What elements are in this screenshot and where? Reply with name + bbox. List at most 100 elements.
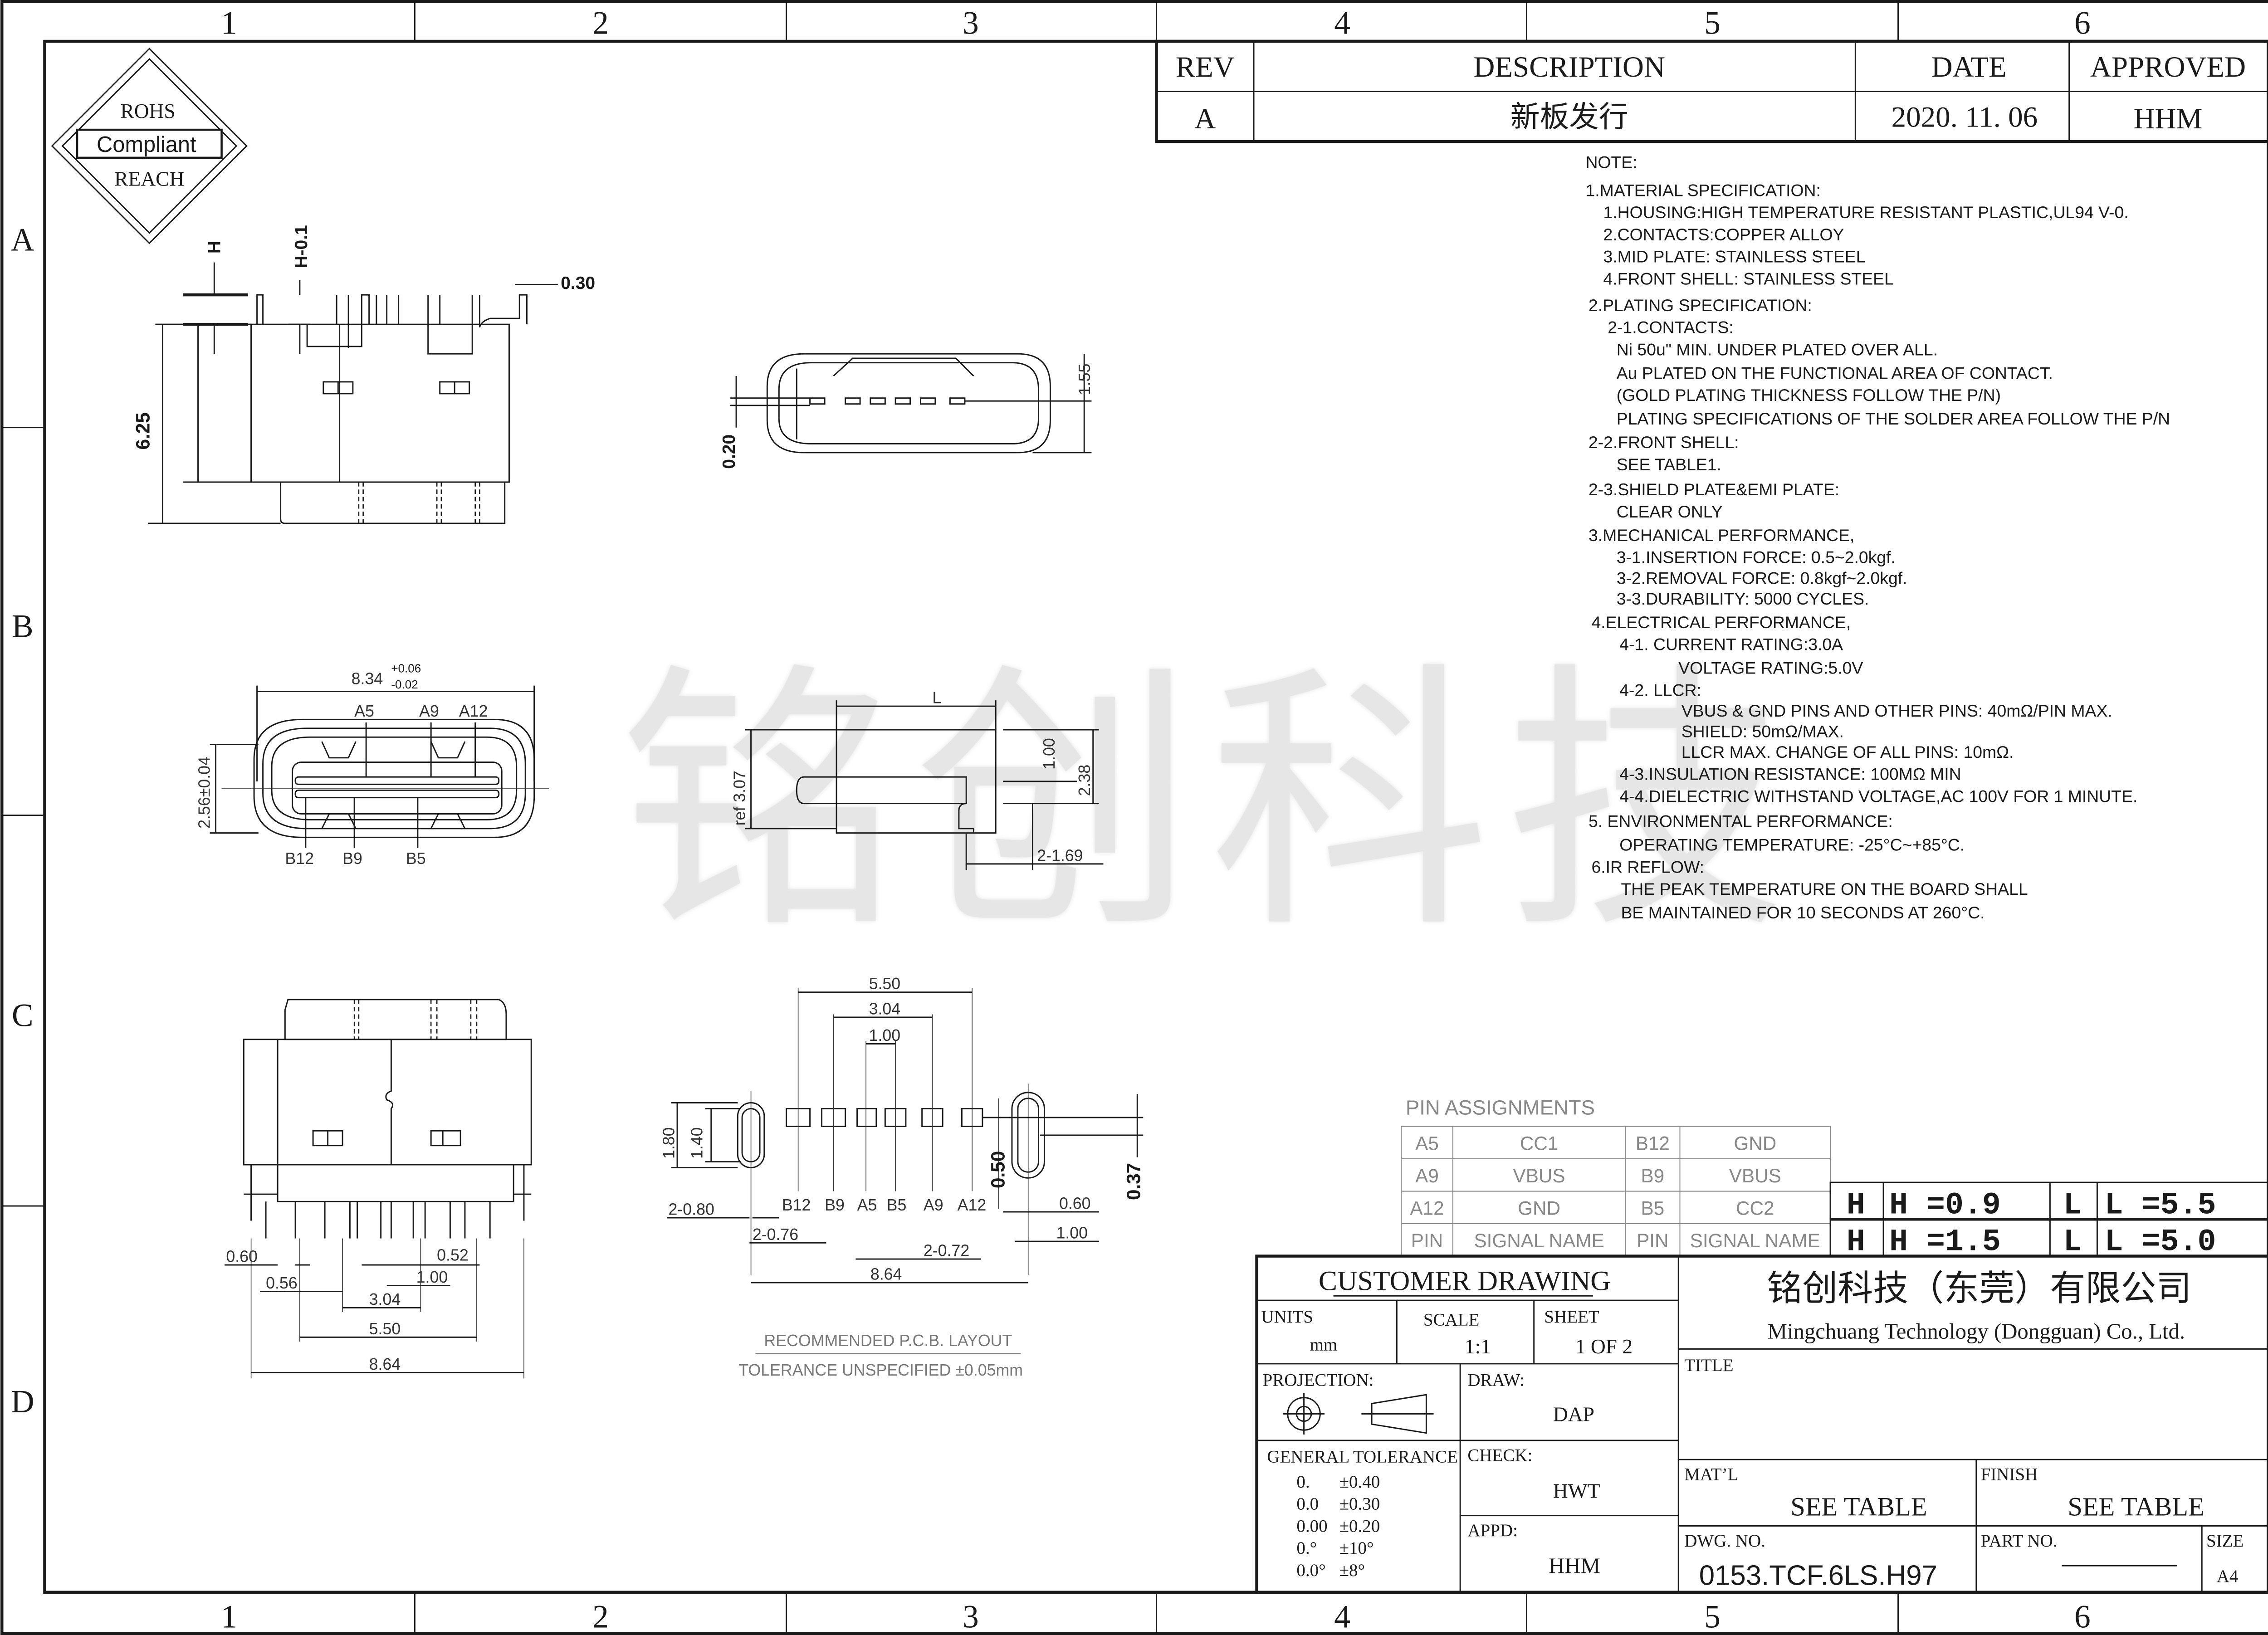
note-line: (GOLD PLATING THICKNESS FOLLOW THE P/N) [1617,386,2001,405]
signal-cell: SIGNAL NAME [1474,1230,1604,1251]
column-label: 4 [1334,5,1350,41]
h-symbol: H [1847,1188,1865,1223]
signal-cell: VBUS [1513,1165,1565,1186]
note-line: Au PLATED ON THE FUNCTIONAL AREA OF CONT… [1617,363,2053,382]
dimension-height: 2.56±0.04 [196,756,214,829]
date-header: DATE [1931,51,2007,83]
dimension-h: H [205,241,224,254]
date-value: 2020. 11. 06 [1892,101,2038,134]
first-angle-projection-icon [1283,1393,1434,1435]
check-label: CHECK: [1467,1445,1532,1465]
pcb-layout-caption: RECOMMENDED P.C.B. LAYOUT [764,1332,1012,1350]
note-line: Ni 50u" MIN. UNDER PLATED OVER ALL. [1617,340,1938,359]
tolerance-row: ±10° [1339,1538,1374,1558]
dimension-d1: 0.60 [226,1248,258,1266]
scale-label: SCALE [1423,1310,1480,1329]
pin-label-a12: A12 [459,702,488,720]
company-name-cn: 铭创科技（东莞）有限公司 [1767,1268,2191,1308]
l-symbol: L [2063,1225,2082,1260]
note-line: 5. ENVIRONMENTAL PERFORMANCE: [1589,812,1893,831]
draw-value: DAP [1553,1403,1594,1426]
h-value: H =0.9 [1889,1188,2001,1223]
tolerance-row: ±8° [1339,1561,1365,1580]
mating-face-view: 8.34 +0.06 -0.02 A5 A9 A12 B12 B9 B5 2.5… [196,661,549,868]
signal-cell: CC1 [1520,1133,1559,1154]
part-no-label: PART NO. [1981,1531,2058,1551]
dimension-tab: 2-1.69 [1037,846,1083,864]
projection-label: PROJECTION: [1263,1371,1374,1390]
profile-view: L ref 3.07 1.00 2.38 2-1.69 [731,689,1104,870]
pin-cell: A5 [1415,1133,1439,1154]
pin-cell: A9 [1415,1165,1439,1186]
note-line: 4-3.INSULATION RESISTANCE: 100MΩ MIN [1619,765,1961,784]
dimension-d3: 3.04 [369,1290,401,1308]
tolerance-label: GENERAL TOLERANCE [1267,1447,1458,1467]
dimension-offset: 0.20 [719,434,739,469]
dimension-d6: 0.52 [437,1246,469,1264]
pcb-pin-label: A12 [958,1196,987,1214]
signal-cell: SIGNAL NAME [1690,1230,1820,1251]
revision-table: REV DESCRIPTION DATE APPROVED A 新板发行 202… [1155,39,2268,143]
note-line: 3.MECHANICAL PERFORMANCE, [1589,526,1854,545]
note-line: NOTE: [1585,153,1637,172]
note-line: 1.MATERIAL SPECIFICATION: [1585,181,1821,200]
units-value: mm [1310,1335,1338,1355]
notes: NOTE: 1.MATERIAL SPECIFICATION: 1.HOUSING:… [1585,153,2170,922]
dimension-w1: 5.50 [869,975,901,993]
pin-cell: PIN [1637,1230,1668,1251]
pcb-layout-view: 5.50 3.04 1.00 1.80 1.40 B12 B9 A5 B5 A9… [660,975,1144,1379]
dimension-height: 6.25 [132,412,153,449]
note-line: OPERATING TEMPERATURE: -25°C~+85°C. [1619,835,1965,854]
note-line: 1.HOUSING:HIGH TEMPERATURE RESISTANT PLA… [1603,203,2128,222]
column-label: 4 [1334,1599,1350,1635]
note-line: LLCR MAX. CHANGE OF ALL PINS: 10mΩ. [1681,742,2014,761]
check-value: HWT [1553,1479,1600,1503]
dimension-ref: ref 3.07 [731,771,749,825]
row-label: C [12,997,34,1033]
dimension-pad-height: 0.50 [987,1151,1009,1188]
column-label: 2 [592,1599,609,1635]
note-line: 4-1. CURRENT RATING:3.0A [1619,635,1843,654]
company-name-en: Mingchuang Technology (Dongguan) Co., Lt… [1768,1319,2185,1344]
dimension-w3: 1.00 [869,1026,901,1044]
signal-cell: VBUS [1729,1165,1781,1186]
tolerance-row: 0.00 [1296,1516,1327,1536]
note-line: SEE TABLE1. [1617,455,1721,474]
column-label: 5 [1704,5,1721,41]
dimension-d5: 8.64 [369,1355,401,1373]
dimension-offset: 0.37 [1123,1163,1144,1200]
dimension-d2: 0.56 [266,1274,298,1292]
scale-value: 1:1 [1465,1335,1491,1358]
dimension-h-minus: H-0.1 [292,225,311,268]
note-line: PLATING SPECIFICATIONS OF THE SOLDER ARE… [1617,409,2170,428]
note-line: 2.CONTACTS:COPPER ALLOY [1603,225,1844,244]
column-label: 5 [1704,1599,1721,1635]
dimension-height: 1.55 [1075,364,1094,395]
row-label: B [12,608,34,644]
note-line: 3-1.INSERTION FORCE: 0.5~2.0kgf. [1617,548,1896,567]
draw-label: DRAW: [1467,1371,1524,1390]
title-block: CUSTOMER DRAWING UNITS mm SCALE 1:1 SHEE… [1255,1254,2268,1594]
note-line: VOLTAGE RATING:5.0V [1678,659,1863,678]
column-label: 1 [221,1599,237,1635]
matl-value: SEE TABLE [1790,1492,1927,1522]
approved-header: APPROVED [2090,51,2246,83]
dwg-no-label: DWG. NO. [1684,1531,1765,1551]
dimension-thickness: 0.30 [561,273,595,293]
pin-label-b5: B5 [406,849,426,868]
pcb-pin-label: B5 [887,1196,907,1214]
h-symbol: H [1847,1225,1865,1260]
pcb-pin-label: B12 [782,1196,811,1214]
pin-cell: B5 [1641,1198,1665,1219]
size-value: A4 [2217,1567,2239,1586]
dimension-h1: 1.80 [660,1127,678,1159]
pin-label-b12: B12 [285,849,314,868]
tolerance-row: ±0.40 [1339,1472,1380,1492]
approved-value: HHM [2134,102,2203,135]
note-line: 4-2. LLCR: [1619,680,1701,699]
sheet-label: SHEET [1544,1307,1599,1327]
